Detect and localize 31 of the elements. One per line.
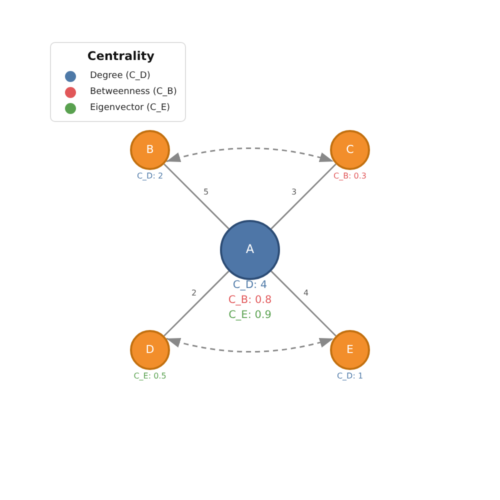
legend-title: Centrality xyxy=(86,49,156,63)
edge-label: 2 xyxy=(190,290,198,298)
connector-line xyxy=(270,164,336,230)
connector-line xyxy=(270,270,336,336)
metric-label: C_B: 0.8 xyxy=(228,295,272,307)
connector-line xyxy=(164,164,230,230)
node-circle xyxy=(330,330,370,370)
arrow xyxy=(166,148,334,162)
node-circle xyxy=(330,130,370,170)
metric-label: C_B: 0.3 xyxy=(333,172,367,182)
edge-label: 5 xyxy=(202,188,210,198)
metric-label: C_E: 0.9 xyxy=(228,310,272,322)
node-label: B xyxy=(146,144,154,156)
legend-label: Betweenness (C_B) xyxy=(90,87,177,97)
node-label: D xyxy=(146,344,154,356)
node-circle xyxy=(130,130,170,170)
arrow xyxy=(166,338,334,352)
legend-label: Degree (C_D) xyxy=(90,71,150,81)
connector-line xyxy=(164,270,230,336)
node-circle xyxy=(220,220,280,280)
edge-label: 4 xyxy=(302,290,310,298)
metric-label: C_E: 0.5 xyxy=(134,372,166,382)
node-label: C xyxy=(346,144,354,156)
legend-label: Eigenvector (C_E) xyxy=(90,103,170,113)
node-circle xyxy=(130,330,170,370)
node-label: E xyxy=(346,344,354,356)
edge-label: 3 xyxy=(290,188,298,198)
node-label: A xyxy=(246,243,254,257)
metric-label: C_D: 4 xyxy=(232,280,268,292)
metric-label: C_D: 2 xyxy=(136,172,164,182)
metric-label: C_D: 1 xyxy=(336,372,364,382)
